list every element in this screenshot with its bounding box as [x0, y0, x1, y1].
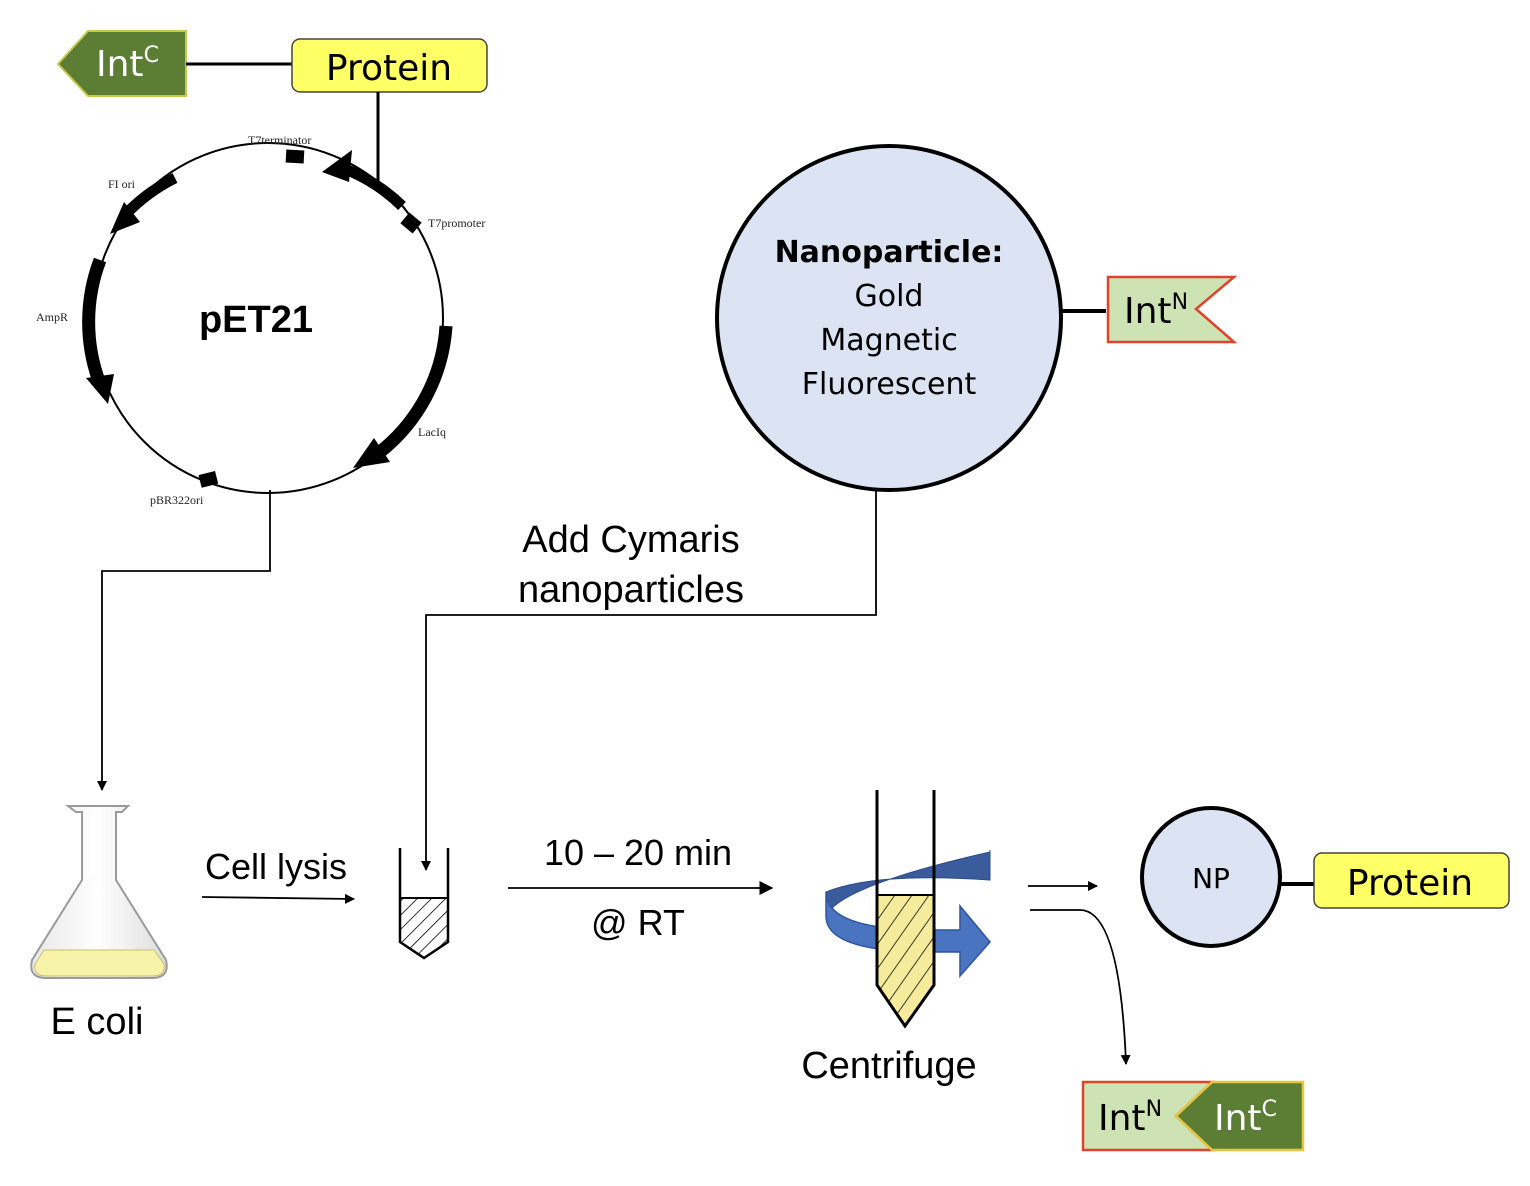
intein-c-tag: IntC [56, 30, 187, 97]
incubation-temp: @ RT [591, 902, 685, 943]
intein-n-label: Int [1124, 291, 1172, 332]
lysate-tube [398, 848, 450, 960]
svg-text:IntN: IntN [1124, 290, 1188, 332]
add-np-label-line1: Add Cymaris [522, 519, 740, 561]
intein-n-sup: N [1172, 290, 1188, 315]
lysis-arrow [201, 893, 355, 904]
svg-text:IntC: IntC [96, 43, 159, 85]
np-label: NP [1192, 862, 1230, 895]
add-np-label-line2: nanoparticles [518, 569, 744, 611]
transform-arrow [97, 490, 271, 791]
intein-c-sup: C [144, 43, 159, 68]
fi-ori-label: FI ori [108, 177, 136, 191]
pbr322-ori-label: pBR322ori [150, 493, 204, 507]
host-label: E coli [51, 1001, 144, 1043]
nanoparticle-type-gold: Gold [855, 279, 924, 314]
protein-label-top: Protein [326, 48, 452, 89]
byproduct-arrow [1030, 909, 1131, 1065]
complex-intein-n-label: Int [1098, 1098, 1146, 1139]
t7-terminator-box [285, 149, 305, 164]
t7-promoter-label: T7promoter [428, 216, 485, 230]
svg-text:IntC: IntC [1214, 1097, 1277, 1139]
centrifuge-icon [825, 790, 991, 1029]
t7-promoter-box [400, 212, 422, 234]
plasmid-name: pET21 [199, 299, 313, 341]
complex-intein-c-sup: C [1262, 1097, 1277, 1122]
pbr322-ori-box [198, 471, 219, 488]
centrifuge-label: Centrifuge [801, 1045, 976, 1087]
laciq-arc [375, 325, 453, 458]
complex-intein-c-label: Int [1214, 1098, 1262, 1139]
np-product: NP [1140, 806, 1282, 948]
intein-complex: IntN IntC [1081, 1080, 1305, 1152]
nanoparticle-type-fluorescent: Fluorescent [802, 367, 977, 402]
ampr-arc [82, 257, 107, 387]
complex-intein-n-sup: N [1146, 1097, 1162, 1122]
nanoparticle-title: Nanoparticle: [775, 235, 1004, 270]
protein-label-product: Protein [1347, 863, 1473, 904]
flask-icon [30, 805, 168, 979]
lysis-label: Cell lysis [205, 846, 347, 887]
incubation-time: 10 – 20 min [544, 832, 732, 873]
intein-n-tag: IntN [1106, 275, 1238, 344]
protein-box-top: Protein [291, 38, 488, 93]
plasmid-map: T7terminator FI ori T7promoter AmpR LacI… [36, 133, 485, 507]
ampr-label: AmpR [36, 310, 68, 324]
add-np-arrow [421, 490, 877, 871]
t7-terminator-label: T7terminator [248, 133, 311, 147]
intein-c-label: Int [96, 44, 144, 85]
protein-box-product: Protein [1313, 852, 1510, 909]
laciq-label: LacIq [418, 425, 446, 439]
svg-text:IntN: IntN [1098, 1097, 1162, 1139]
nanoparticle-type-magnetic: Magnetic [820, 323, 957, 358]
nanoparticle-circle: Nanoparticle: Gold Magnetic Fluorescent [715, 144, 1063, 492]
